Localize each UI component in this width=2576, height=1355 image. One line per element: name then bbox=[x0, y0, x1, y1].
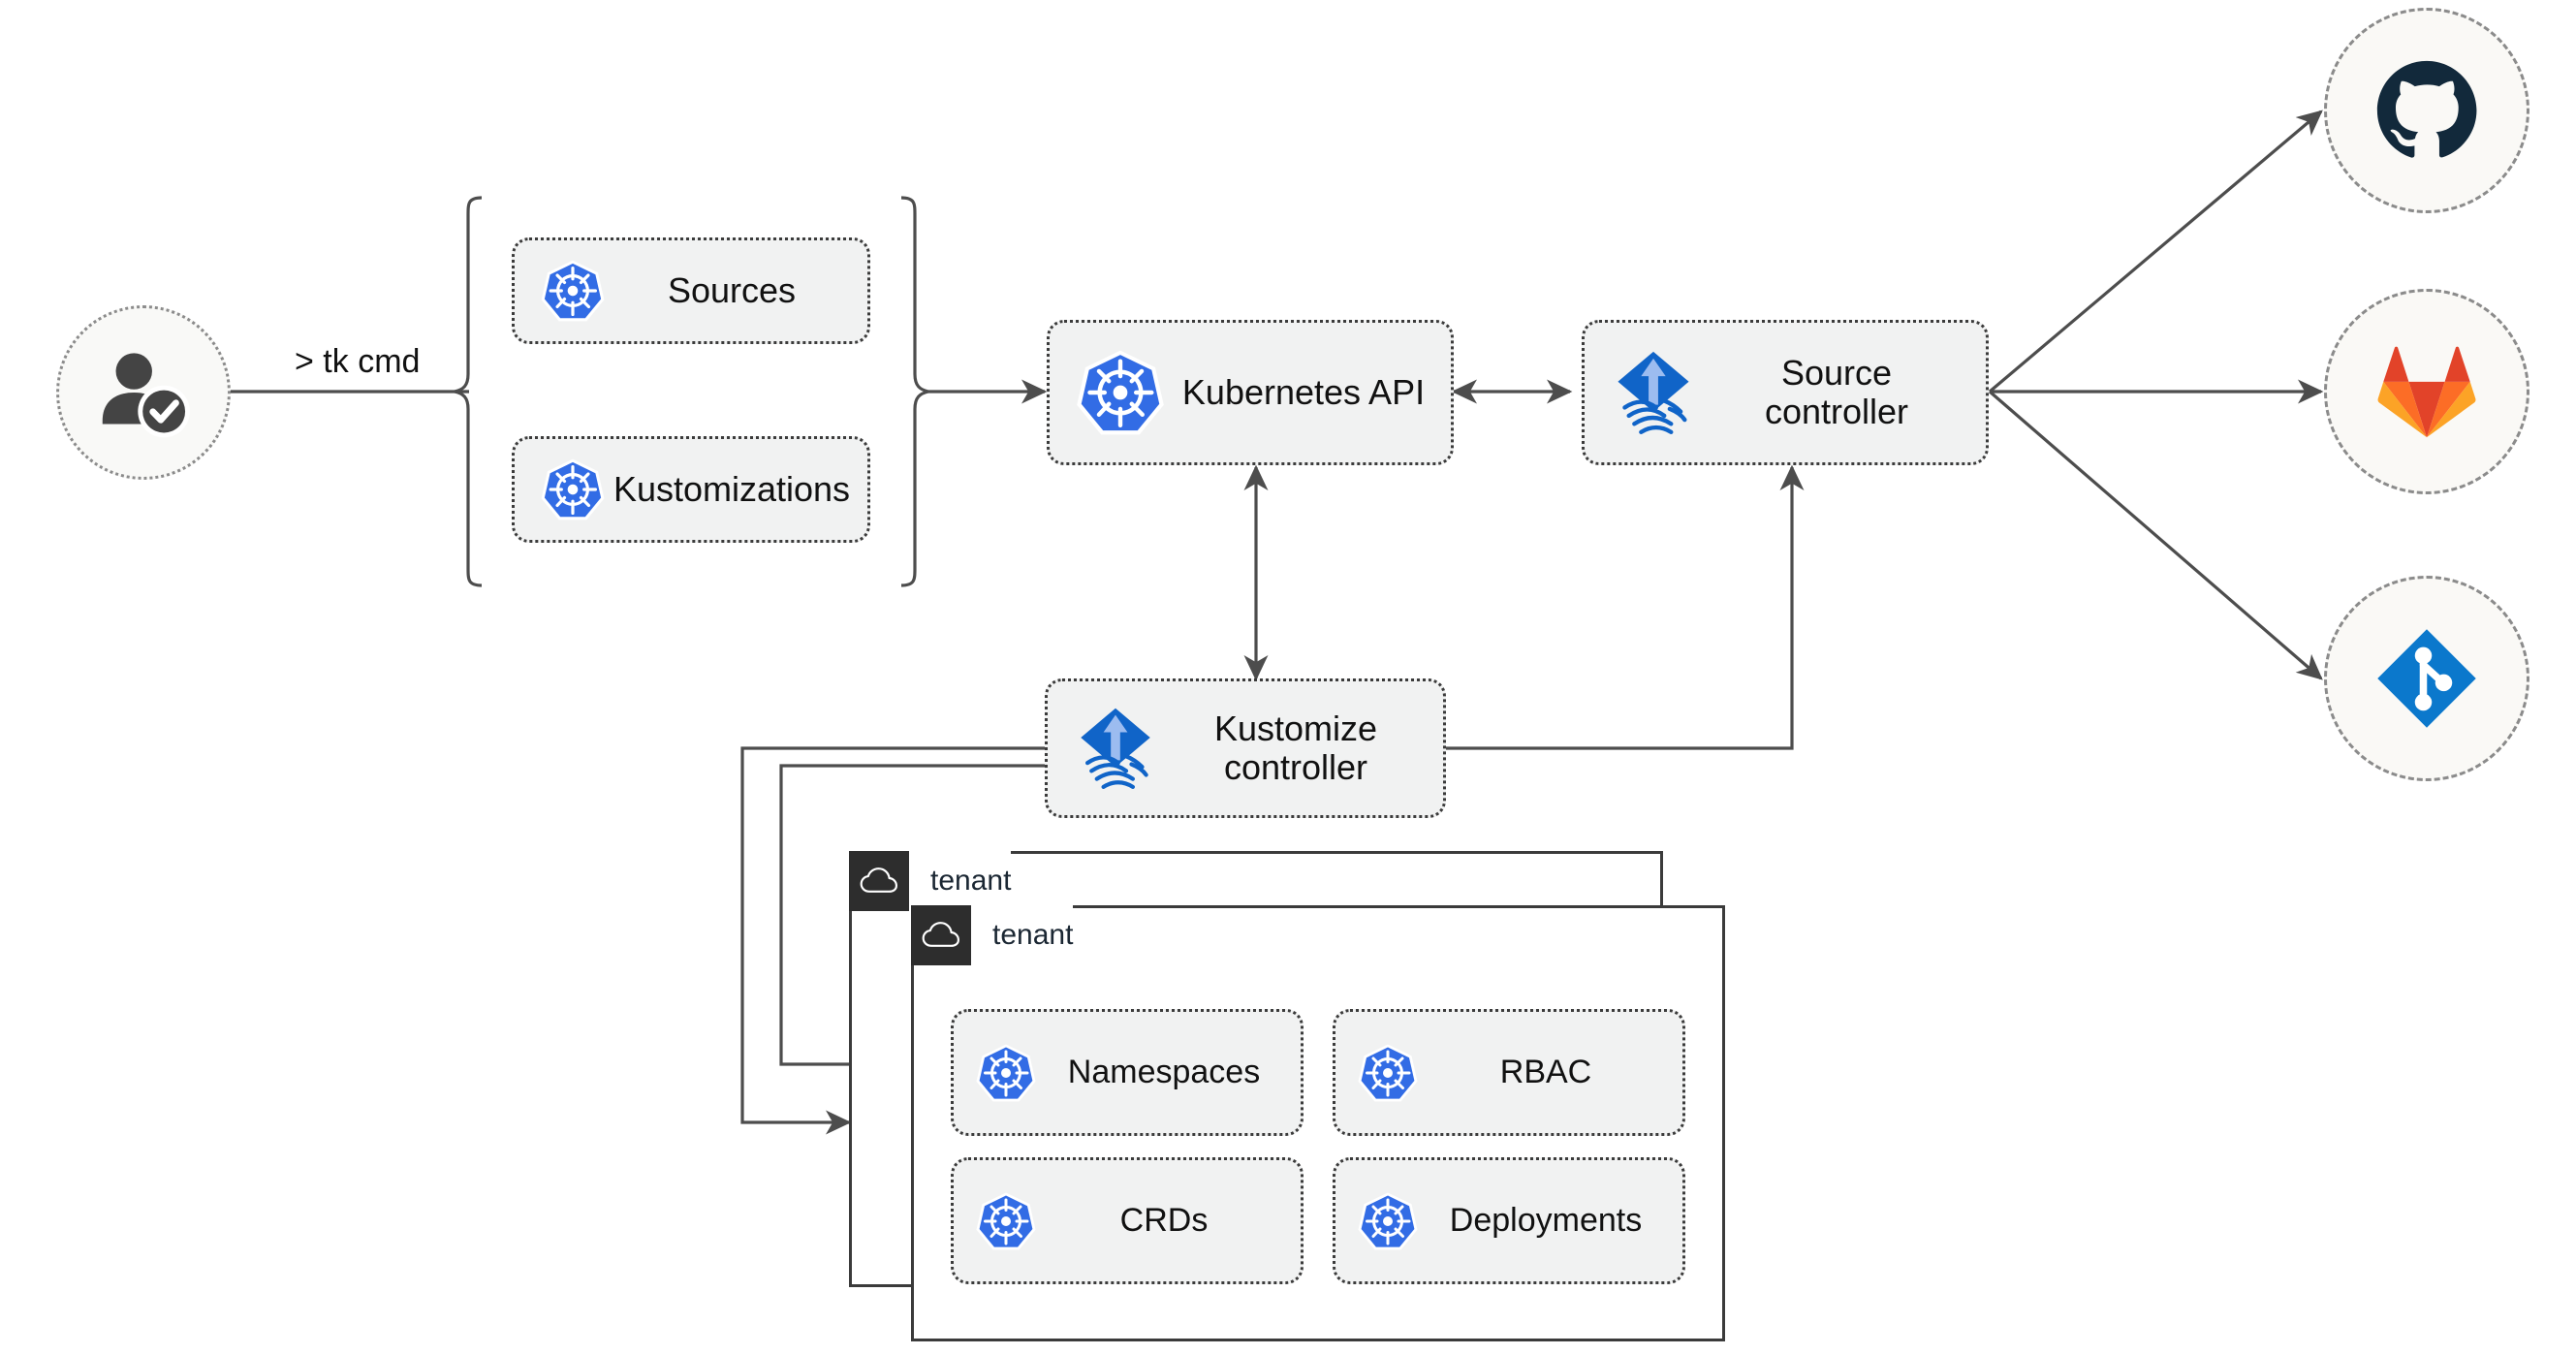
node-label: RBAC bbox=[1499, 1054, 1592, 1091]
tenant-label: tenant bbox=[909, 851, 1012, 911]
kubernetes-icon bbox=[975, 1042, 1037, 1104]
gitlab-icon bbox=[2374, 339, 2479, 444]
github-icon bbox=[2372, 56, 2481, 165]
flux-icon bbox=[1610, 349, 1697, 436]
kubernetes-icon bbox=[540, 457, 606, 522]
flux-icon bbox=[1073, 706, 1158, 791]
tenant-titlebar: tenant bbox=[849, 851, 1012, 911]
kubernetes-icon bbox=[540, 258, 606, 324]
node-label: Kubernetes API bbox=[1181, 371, 1426, 412]
kubernetes-icon bbox=[1075, 347, 1166, 438]
node-sources[interactable]: Sources bbox=[512, 237, 870, 344]
kubernetes-icon bbox=[975, 1190, 1037, 1252]
user-check-icon bbox=[93, 342, 194, 443]
node-rbac[interactable]: RBAC bbox=[1333, 1009, 1685, 1136]
edge-kustomize-to-source bbox=[1444, 464, 1805, 750]
node-source-controller[interactable]: Source controller bbox=[1582, 320, 1989, 465]
node-label: Kustomizations bbox=[613, 468, 851, 509]
node-label: CRDs bbox=[1119, 1202, 1209, 1240]
node-crds[interactable]: CRDs bbox=[951, 1157, 1304, 1284]
node-label: Sources bbox=[667, 269, 797, 310]
tenant-label: tenant bbox=[971, 905, 1074, 965]
node-kustomizations[interactable]: Kustomizations bbox=[512, 436, 870, 543]
edge-source-to-github bbox=[1988, 110, 2323, 394]
node-label: Source controller bbox=[1764, 352, 1909, 431]
command-label: > tk cmd bbox=[287, 341, 428, 383]
provider-git[interactable] bbox=[2324, 576, 2529, 781]
brace-right bbox=[900, 196, 929, 587]
cloud-icon bbox=[911, 905, 971, 965]
node-kustomize-controller[interactable]: Kustomize controller bbox=[1045, 678, 1446, 818]
provider-gitlab[interactable] bbox=[2324, 289, 2529, 494]
tenant-window-2[interactable]: tenant bbox=[911, 905, 1725, 1341]
tenant-resource-grid: Namespaces bbox=[951, 1009, 1685, 1284]
tenant-titlebar: tenant bbox=[911, 905, 1074, 965]
node-label: Kustomize controller bbox=[1213, 708, 1378, 787]
kubernetes-icon bbox=[1357, 1190, 1419, 1252]
node-label: Deployments bbox=[1449, 1202, 1643, 1240]
node-deployments[interactable]: Deployments bbox=[1333, 1157, 1685, 1284]
edge-source-to-git bbox=[1988, 390, 2323, 680]
kubernetes-icon bbox=[1357, 1042, 1419, 1104]
node-label: Namespaces bbox=[1067, 1054, 1261, 1091]
brace-left bbox=[454, 196, 483, 587]
git-icon bbox=[2372, 624, 2481, 733]
provider-github[interactable] bbox=[2324, 8, 2529, 213]
cloud-icon bbox=[849, 851, 909, 911]
node-namespaces[interactable]: Namespaces bbox=[951, 1009, 1304, 1136]
node-kubernetes-api[interactable]: Kubernetes API bbox=[1047, 320, 1454, 465]
user-node[interactable] bbox=[56, 305, 231, 480]
